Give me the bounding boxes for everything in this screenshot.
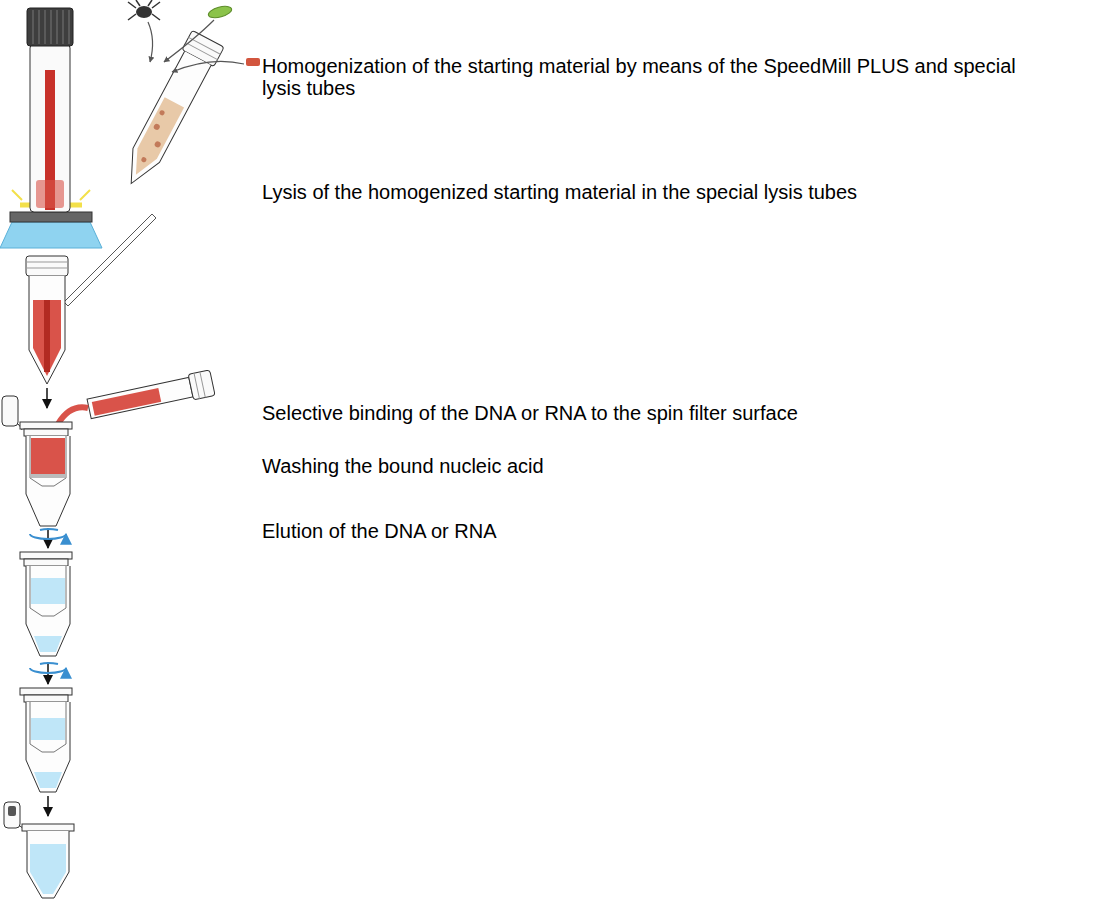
spin-column-wash <box>20 552 72 656</box>
lysis-tube <box>26 214 156 408</box>
spin-column-binding <box>2 396 72 526</box>
step-description: Homogenization of the starting material … <box>262 55 1032 99</box>
spin-arrow <box>30 662 66 684</box>
step-description: Selective binding of the DNA or RNA to t… <box>262 402 1082 424</box>
speedmill <box>0 8 102 248</box>
spin-column-elution <box>20 688 72 792</box>
step-description: Washing the bound nucleic acid <box>262 455 1082 477</box>
sample-materials <box>128 0 260 72</box>
pouring-tube <box>58 370 215 424</box>
spin-arrow <box>30 528 66 548</box>
step-description: Elution of the DNA or RNA <box>262 520 1082 542</box>
lysis-tube-tilted <box>115 30 224 192</box>
step-description: Lysis of the homogenized starting materi… <box>262 181 1096 203</box>
collection-tube <box>4 802 74 898</box>
